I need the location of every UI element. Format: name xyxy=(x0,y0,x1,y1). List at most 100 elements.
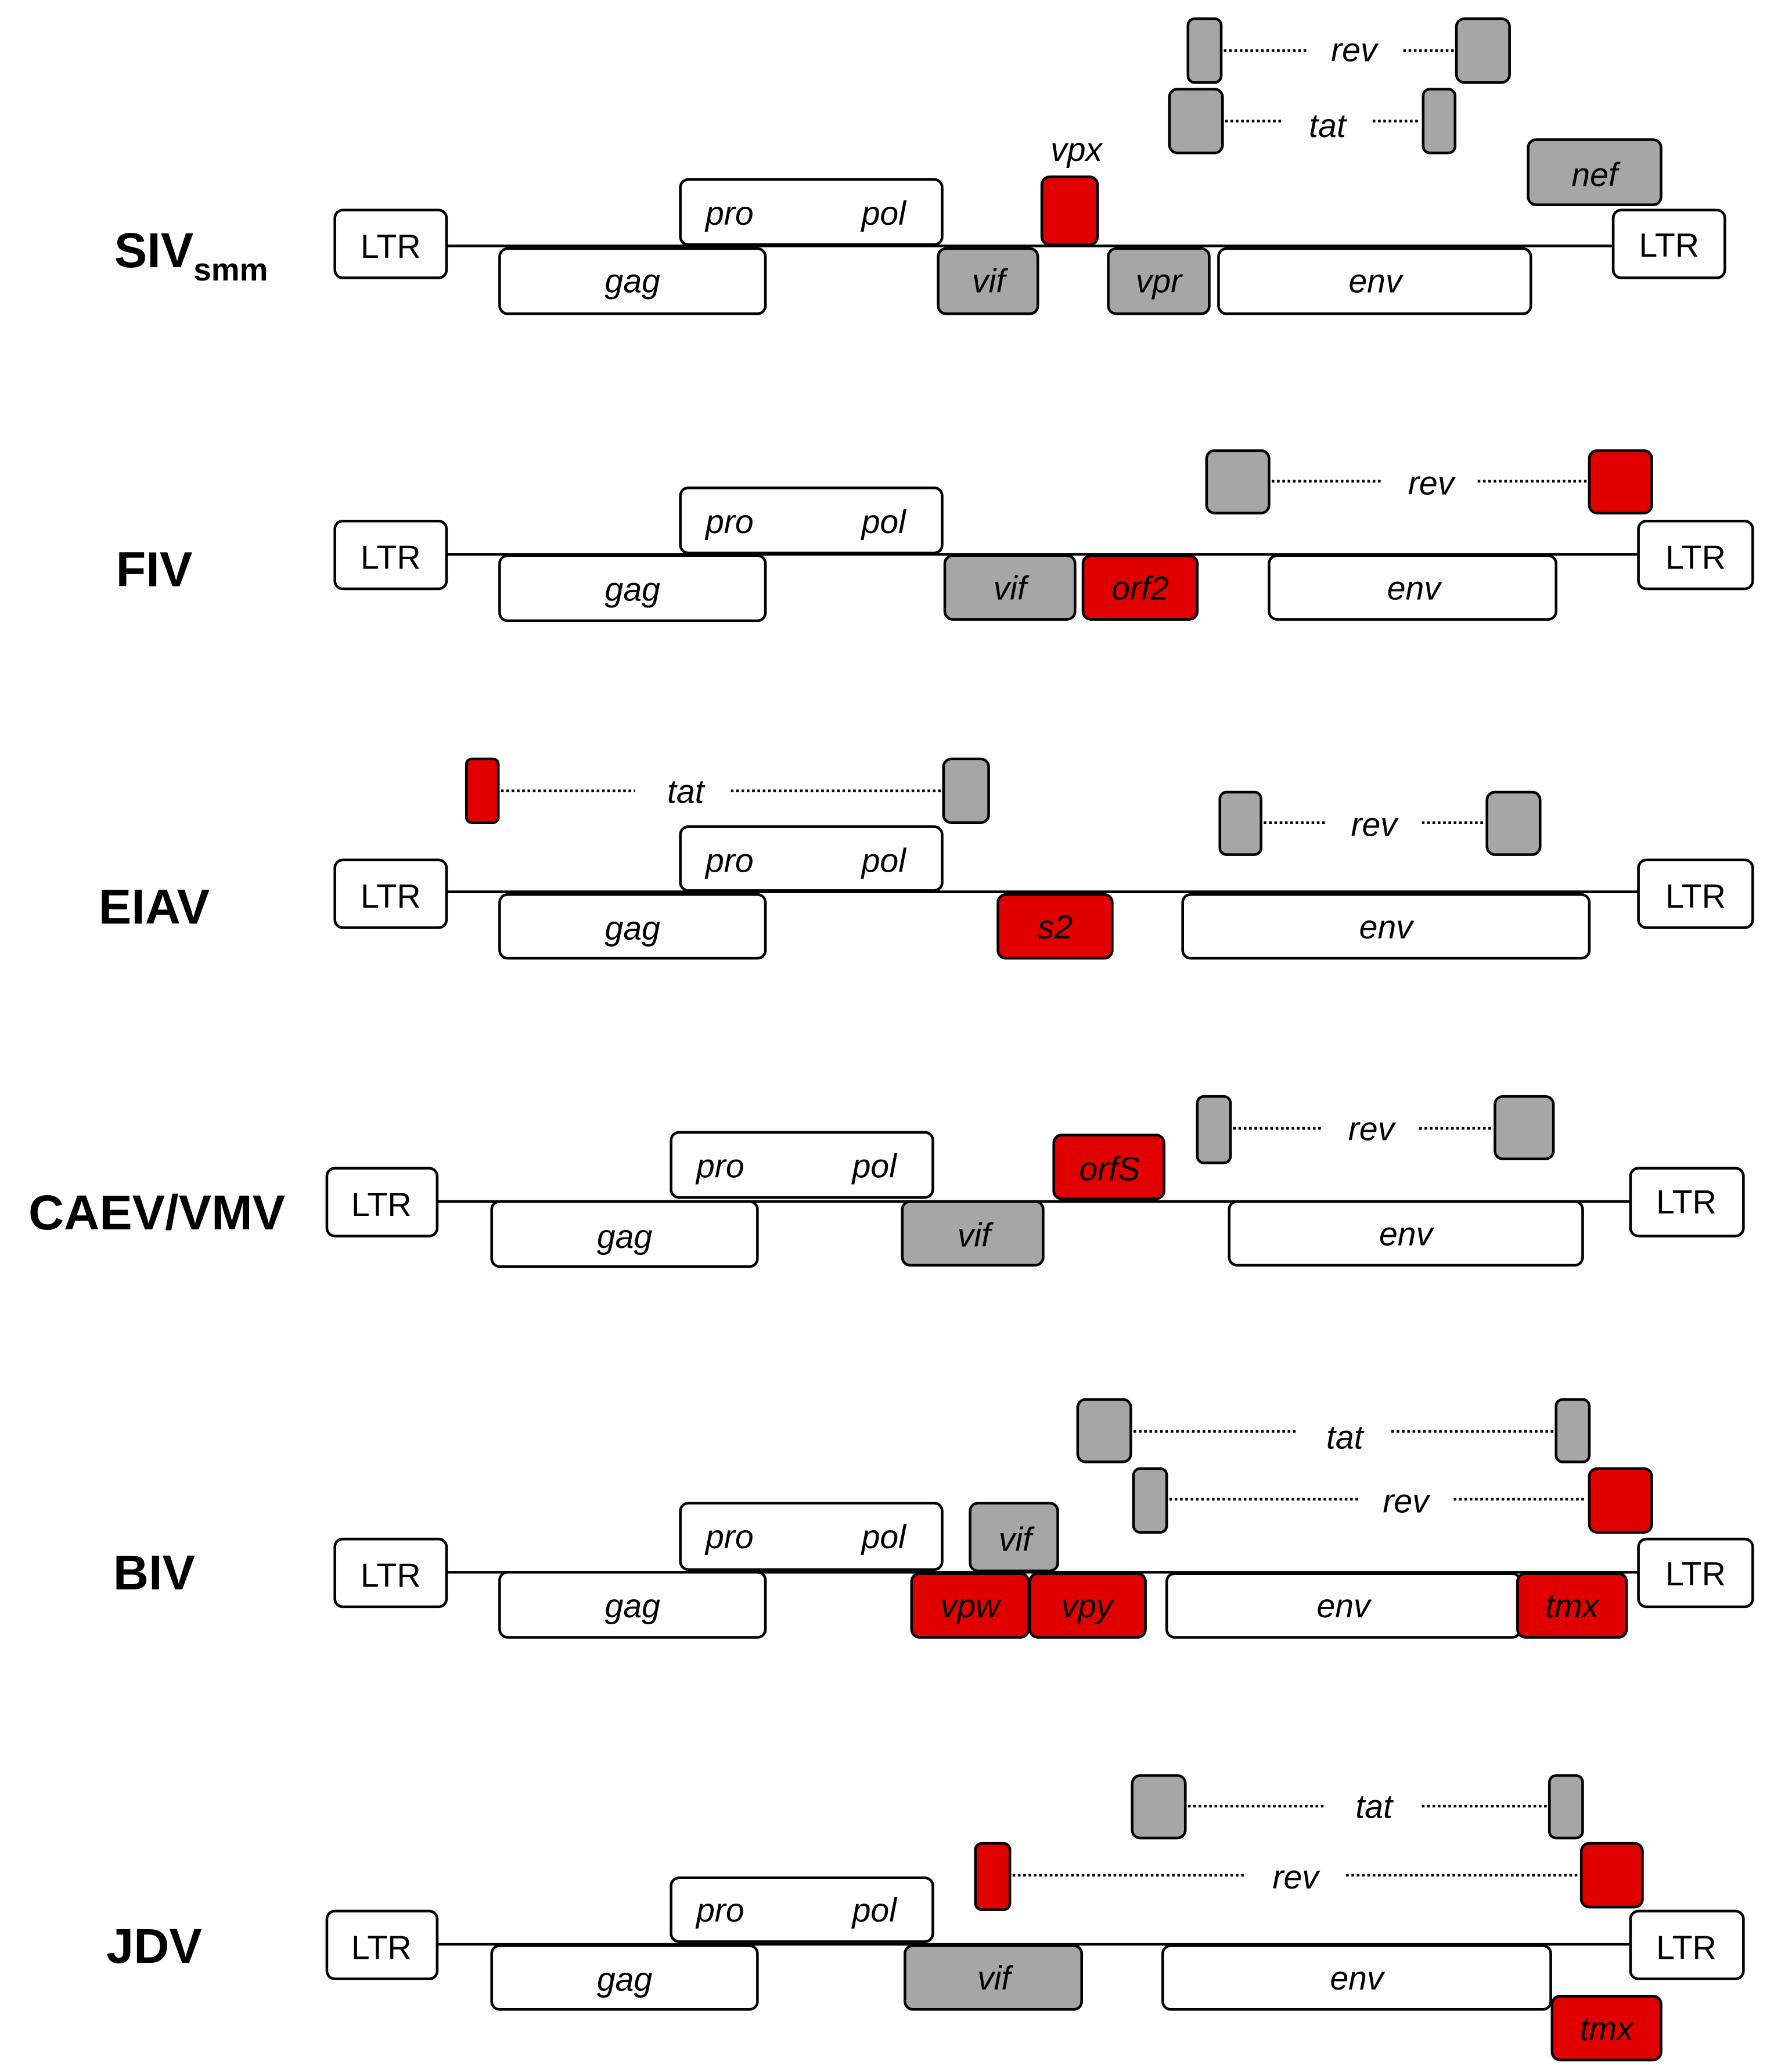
genome-biv: BIV LTR LTR pro pol gag vif vpw vpy env … xyxy=(113,1398,1754,1639)
gene-tmx-label: tmx xyxy=(1545,1588,1600,1625)
spliced-rev-label: rev xyxy=(1351,807,1399,844)
gene-gag xyxy=(498,893,767,960)
gene-tmx xyxy=(1550,1995,1663,2062)
virus-name-eiav: EIAV xyxy=(99,879,210,934)
ltr-right-label: LTR xyxy=(1665,539,1726,577)
gene-vif-label: vif xyxy=(972,263,1008,300)
gene-s2-label: s2 xyxy=(1038,909,1073,946)
gene-env-label: env xyxy=(1316,1588,1372,1625)
exon-rev-2 xyxy=(1494,1095,1555,1160)
gene-vif xyxy=(943,554,1077,621)
ltr-right xyxy=(1629,1909,1745,1980)
spliced-tat-label: tat xyxy=(667,773,706,810)
exon-rev-2 xyxy=(1588,1467,1653,1534)
gene-vif-label: vif xyxy=(977,1960,1013,1997)
virus-name-fiv: FIV xyxy=(116,541,193,596)
ltr-right-label: LTR xyxy=(1665,878,1726,915)
gene-pro-label: pro xyxy=(695,1892,744,1929)
ltr-left xyxy=(333,208,448,279)
gene-orfs-label: orfS xyxy=(1079,1150,1140,1188)
gene-gag-label: gag xyxy=(597,1218,653,1256)
gene-gag xyxy=(498,554,767,623)
gene-gag xyxy=(490,1200,759,1268)
ltr-right-label: LTR xyxy=(1639,227,1699,264)
exon-rev-2 xyxy=(1588,449,1653,515)
virus-name-caev-vmv: CAEV/VMV xyxy=(28,1185,285,1240)
gene-vpr xyxy=(1107,247,1211,315)
gene-orf2-label: orf2 xyxy=(1111,570,1169,607)
gene-pol-label: pol xyxy=(851,1892,898,1929)
gene-orfs xyxy=(1052,1134,1165,1200)
gene-nef xyxy=(1527,138,1663,206)
gene-env-label: env xyxy=(1359,909,1415,946)
gene-env xyxy=(1161,1944,1552,2011)
exon-rev-1 xyxy=(974,1841,1012,1911)
gene-env xyxy=(1217,247,1532,315)
gene-vpw-label: vpw xyxy=(941,1588,1002,1625)
gene-pro-pol xyxy=(670,1131,934,1199)
gene-pol-label: pol xyxy=(861,195,907,232)
gene-env xyxy=(1228,1200,1584,1267)
exon-rev-2 xyxy=(1455,17,1511,84)
gene-env-label: env xyxy=(1387,570,1443,607)
gene-vif-label: vif xyxy=(994,570,1030,607)
gene-pro-label: pro xyxy=(704,503,754,541)
exon-tat-2 xyxy=(1555,1398,1591,1463)
exon-tat-1 xyxy=(1131,1774,1187,1840)
genome-fiv: FIV LTR LTR pro pol gag vif orf2 env rev xyxy=(116,449,1754,623)
spliced-rev-label: rev xyxy=(1383,1483,1431,1520)
gene-orf2 xyxy=(1081,554,1199,621)
gene-pro-label: pro xyxy=(704,1519,754,1556)
gene-vif-label: vif xyxy=(999,1521,1035,1559)
spliced-tat-label: tat xyxy=(1326,1419,1365,1456)
ltr-right-label: LTR xyxy=(1656,1184,1717,1221)
genome-sivsmm: SIVsmm LTR LTR pro pol gag vif vpx vpr e… xyxy=(114,17,1726,315)
gene-vpy xyxy=(1028,1572,1147,1639)
gene-gag-label: gag xyxy=(605,571,661,609)
virus-name-jdv: JDV xyxy=(106,1918,202,1973)
virus-name-sivsmm: SIVsmm xyxy=(114,222,268,287)
ltr-left-label: LTR xyxy=(351,1929,412,1966)
spliced-rev-label: rev xyxy=(1331,31,1379,69)
gene-vif-label: vif xyxy=(958,1217,994,1254)
ltr-left-label: LTR xyxy=(361,1557,421,1595)
exon-tat-1 xyxy=(1168,88,1224,154)
exon-rev-1 xyxy=(1218,790,1262,856)
gene-pro-label: pro xyxy=(695,1148,744,1185)
gene-tmx-label: tmx xyxy=(1580,2010,1635,2048)
gene-vpr-label: vpr xyxy=(1136,263,1183,300)
ltr-left-label: LTR xyxy=(351,1186,412,1224)
ltr-right xyxy=(1629,1167,1745,1238)
ltr-left-label: LTR xyxy=(361,228,421,265)
exon-rev-2 xyxy=(1579,1841,1644,1909)
gene-vpy-label: vpy xyxy=(1061,1588,1114,1625)
exon-rev-1 xyxy=(1186,17,1223,84)
gene-vif xyxy=(901,1200,1045,1267)
ltr-right-label: LTR xyxy=(1665,1556,1726,1593)
exon-tat-2 xyxy=(1548,1774,1584,1840)
ltr-left-label: LTR xyxy=(361,539,421,577)
spliced-rev-label: rev xyxy=(1408,465,1456,502)
gene-pol-label: pol xyxy=(851,1148,898,1185)
gene-env xyxy=(1268,554,1557,621)
exon-rev-1 xyxy=(1132,1467,1168,1534)
ltr-left xyxy=(333,519,448,591)
exon-rev-1 xyxy=(1196,1095,1232,1164)
genome-eiav: EIAV LTR LTR pro pol gag s2 env tat rev xyxy=(99,757,1754,960)
gene-pro-pol xyxy=(679,486,944,555)
exon-tat-2 xyxy=(1422,88,1457,154)
ltr-right xyxy=(1637,858,1754,929)
gene-env-label: env xyxy=(1330,1960,1386,1997)
ltr-right xyxy=(1611,208,1726,279)
gene-vif xyxy=(969,1502,1059,1573)
gene-s2 xyxy=(996,893,1114,960)
ltr-left xyxy=(333,858,448,929)
gene-gag-label: gag xyxy=(597,1961,653,1998)
genome-caev-vmv: CAEV/VMV LTR LTR pro pol gag vif orfS en… xyxy=(28,1095,1745,1268)
gene-pro-label: pro xyxy=(704,842,754,879)
exon-rev-1 xyxy=(1205,449,1271,515)
gene-gag xyxy=(498,1571,767,1639)
gene-pro-pol xyxy=(679,178,944,246)
gene-env xyxy=(1181,893,1591,960)
gene-vif xyxy=(937,247,1039,315)
